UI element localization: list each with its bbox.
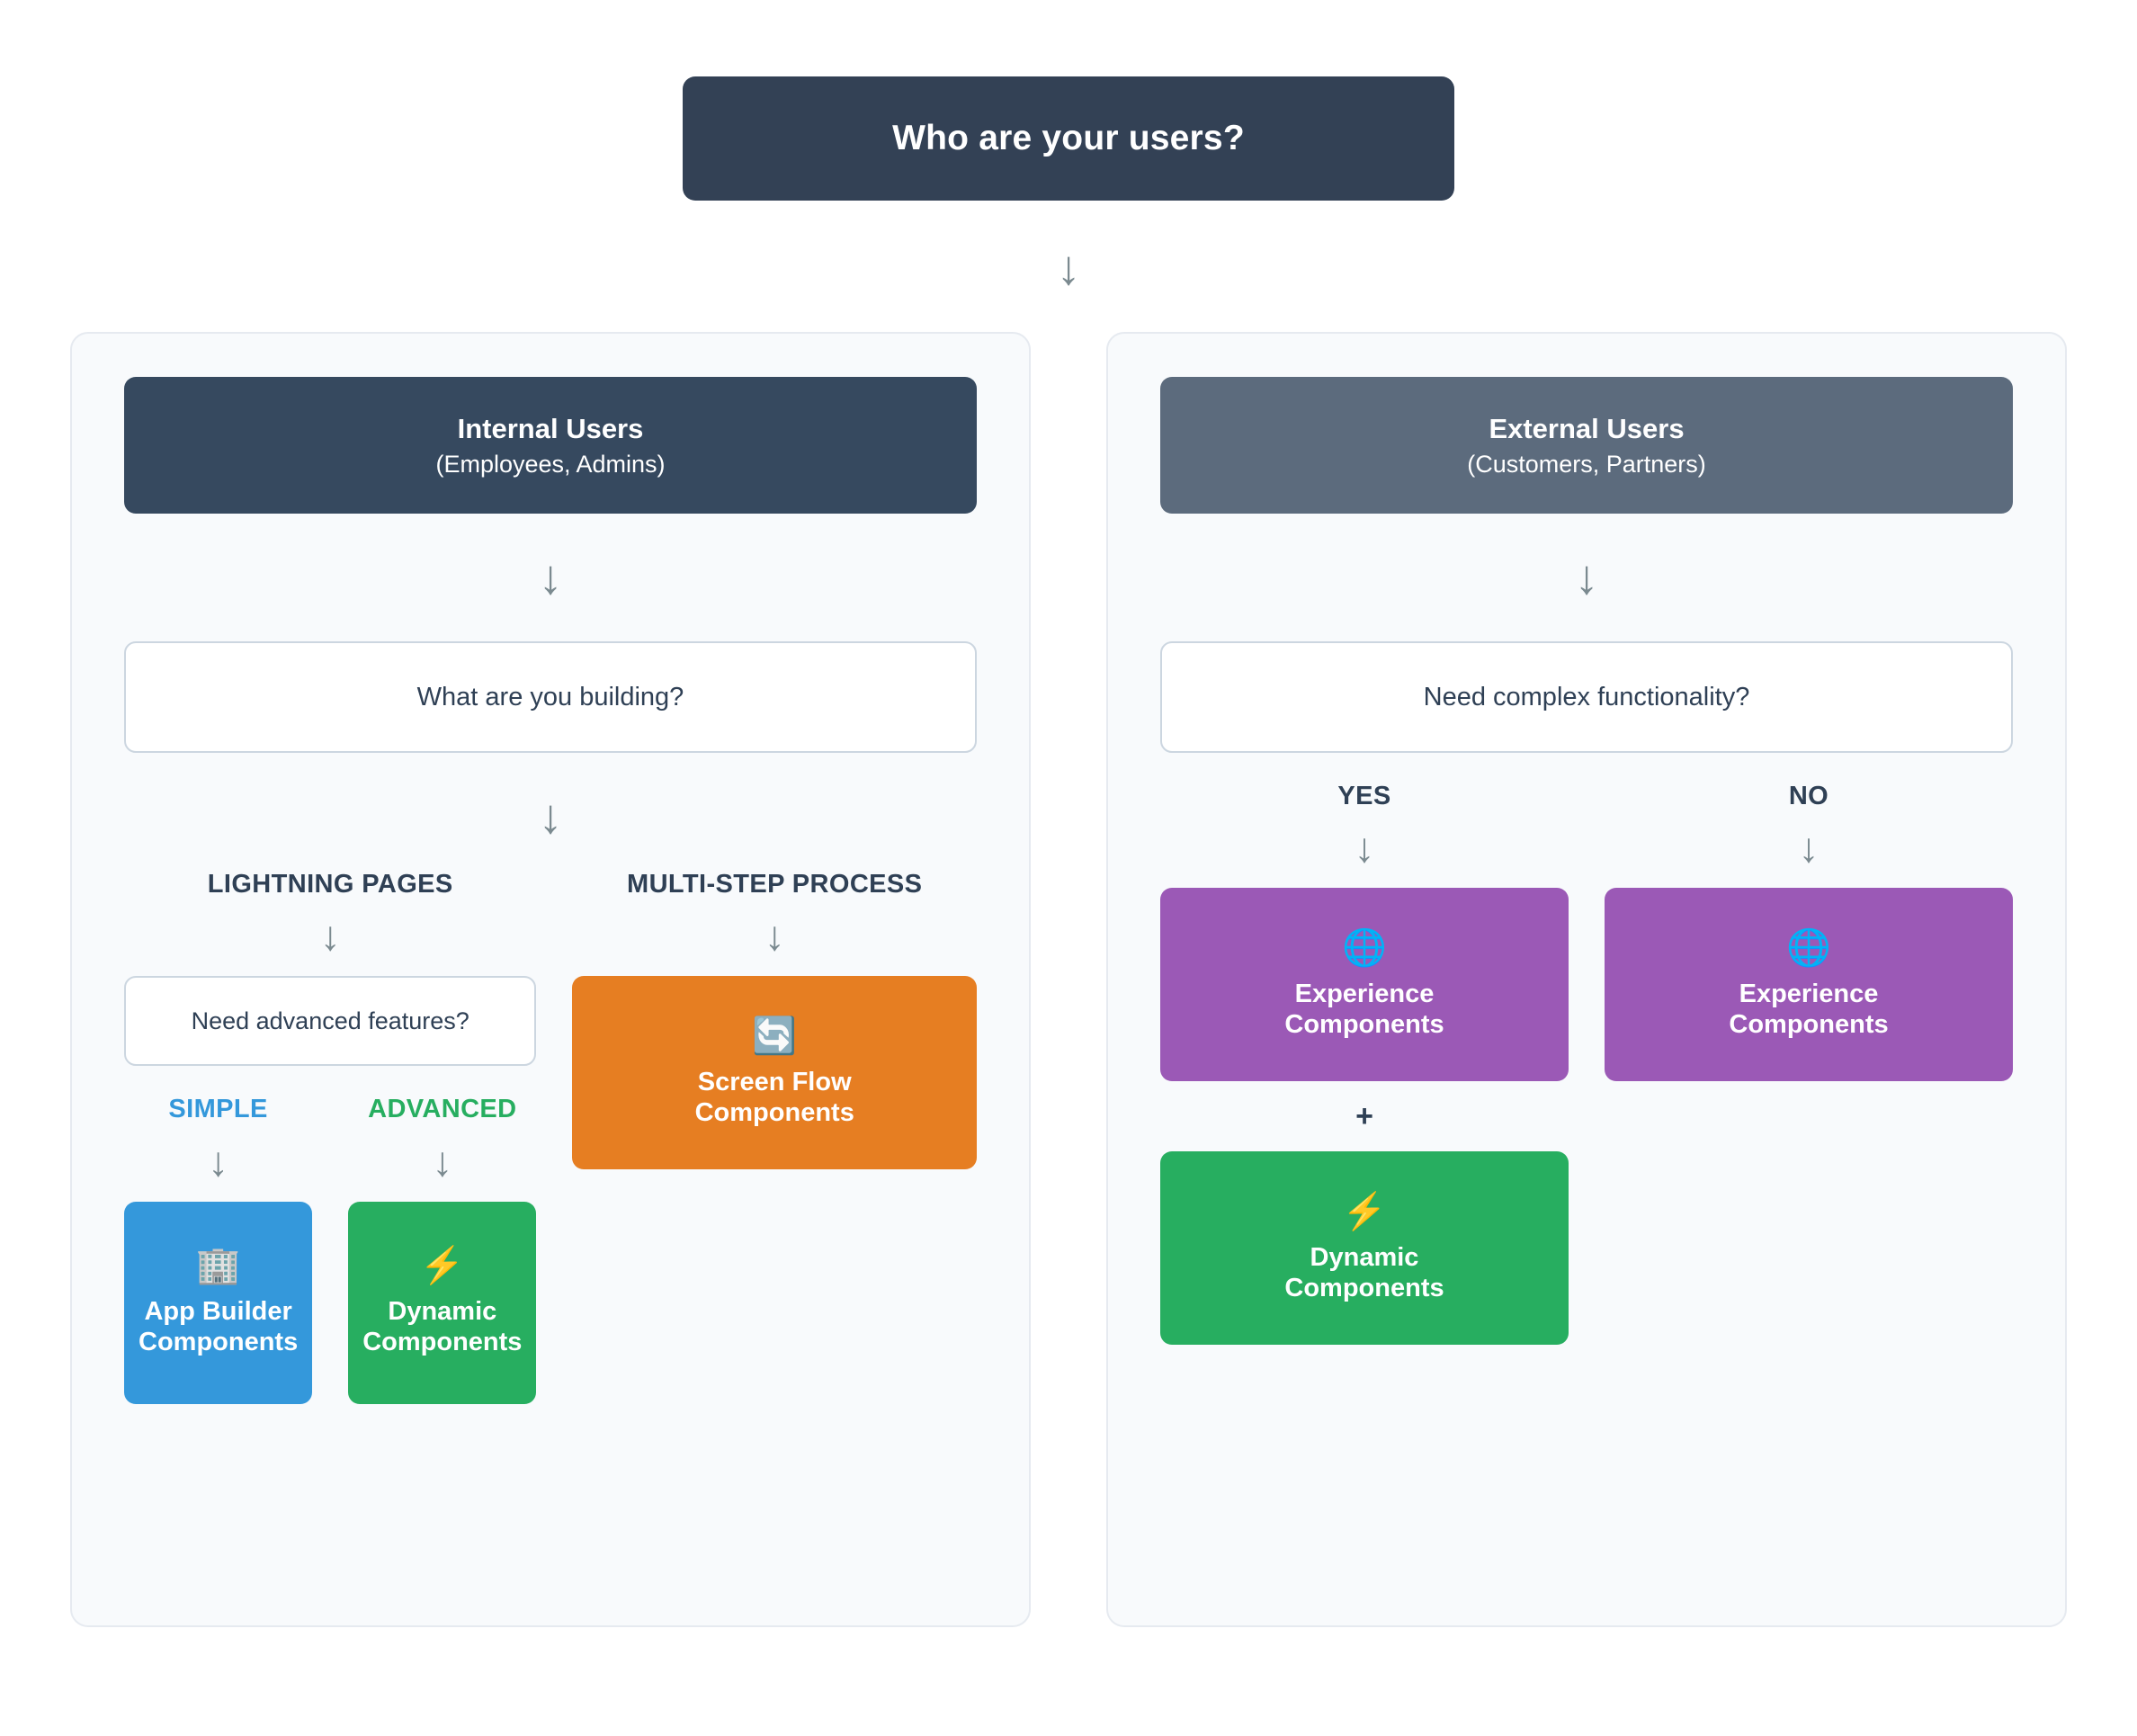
branch-label-yes: YES	[1337, 782, 1391, 810]
lightning-bolt-icon: ⚡	[419, 1245, 465, 1285]
sub-branch-arrows: ↓ ↓	[124, 1141, 536, 1182]
branch-label: LIGHTNING PAGES	[207, 870, 453, 899]
question-box-what-building[interactable]: What are you building?	[124, 641, 977, 753]
result-card-label: Experience Components	[1284, 979, 1444, 1039]
panel-header-title: Internal Users	[457, 412, 644, 444]
arrow-down-icon: ↓	[208, 1137, 229, 1185]
result-card-dynamic-components[interactable]: ⚡ Dynamic Components	[348, 1201, 537, 1404]
arrow-down-icon: ↓	[764, 912, 785, 960]
experience-cards: 🌐 Experience Components 🌐 Experience Com…	[1160, 888, 2013, 1082]
root-question-node[interactable]: Who are your users?	[683, 76, 1454, 201]
question-text: What are you building?	[416, 682, 684, 711]
lightning-bolt-icon: ⚡	[1342, 1191, 1387, 1231]
globe-icon: 🌐	[1342, 927, 1387, 968]
question-box-complex-functionality[interactable]: Need complex functionality?	[1160, 641, 2013, 753]
result-card-dynamic-components-external[interactable]: ⚡ Dynamic Components	[1160, 1151, 1569, 1346]
sub-branch-label-simple: SIMPLE	[168, 1095, 268, 1124]
refresh-icon: 🔄	[752, 1016, 798, 1056]
panel-header-subtitle: (Customers, Partners)	[1467, 450, 1706, 478]
arrow-down-icon: ↓	[1574, 550, 1599, 604]
result-card-screen-flow-components[interactable]: 🔄 Screen Flow Components	[572, 976, 977, 1170]
panel-external-users: External Users (Customers, Partners) ↓ N…	[1106, 332, 2067, 1627]
result-card-label: Screen Flow Components	[694, 1067, 854, 1127]
arrow-down-icon: ↓	[538, 550, 563, 604]
result-card-label: Dynamic Components	[1284, 1242, 1444, 1302]
panel-header-internal[interactable]: Internal Users (Employees, Admins)	[124, 377, 977, 514]
sub-branch-label-advanced: ADVANCED	[368, 1095, 517, 1124]
sub-branch-cards: 🏢 App Builder Components ⚡ Dynamic Compo…	[124, 1201, 537, 1404]
branch-label: MULTI-STEP PROCESS	[627, 870, 923, 899]
plus-row: +	[1160, 1101, 2013, 1132]
panel-header-subtitle: (Employees, Admins)	[435, 450, 666, 478]
dynamic-card-row: ⚡ Dynamic Components	[1160, 1151, 2013, 1346]
question-text: Need advanced features?	[191, 1007, 469, 1034]
result-card-experience-components-yes[interactable]: 🌐 Experience Components	[1160, 888, 1569, 1082]
result-card-label: App Builder Components	[139, 1296, 299, 1356]
branch-label-no: NO	[1788, 782, 1829, 810]
question-box-advanced-features[interactable]: Need advanced features?	[124, 976, 537, 1067]
yes-no-labels: YES NO	[1160, 780, 2013, 812]
plus-icon: +	[1355, 1099, 1373, 1134]
panel-internal-users: Internal Users (Employees, Admins) ↓ Wha…	[70, 332, 1031, 1627]
globe-icon: 🌐	[1786, 927, 1831, 968]
panels-container: Internal Users (Employees, Admins) ↓ Wha…	[0, 332, 2137, 1627]
question-text: Need complex functionality?	[1423, 682, 1750, 711]
panel-header-external[interactable]: External Users (Customers, Partners)	[1160, 377, 2013, 514]
root-question-text: Who are your users?	[892, 119, 1245, 157]
result-card-label: Experience Components	[1729, 979, 1889, 1039]
branch-multi-step-process: MULTI-STEP PROCESS ↓ 🔄 Screen Flow Compo…	[572, 868, 977, 1404]
panel-header-title: External Users	[1489, 412, 1685, 444]
result-card-experience-components-no[interactable]: 🌐 Experience Components	[1605, 888, 2013, 1082]
office-building-icon: 🏢	[195, 1245, 241, 1285]
arrow-down-icon: ↓	[1354, 824, 1375, 872]
arrow-down-icon: ↓	[319, 912, 341, 960]
arrow-down-icon: ↓	[1798, 824, 1820, 872]
sub-branch-labels: SIMPLE ADVANCED	[124, 1093, 536, 1125]
result-card-app-builder-components[interactable]: 🏢 App Builder Components	[124, 1201, 313, 1404]
arrow-down-icon: ↓	[432, 1137, 453, 1185]
arrow-down-icon: ↓	[538, 790, 563, 844]
result-card-label: Dynamic Components	[362, 1296, 523, 1356]
root-node-wrapper: Who are your users?	[0, 0, 2137, 201]
branch-columns: LIGHTNING PAGES ↓ Need advanced features…	[124, 868, 977, 1404]
arrow-down-icon: ↓	[1056, 241, 1081, 295]
yes-no-arrows: ↓ ↓	[1160, 827, 2013, 868]
branch-lightning-pages: LIGHTNING PAGES ↓ Need advanced features…	[124, 868, 537, 1404]
